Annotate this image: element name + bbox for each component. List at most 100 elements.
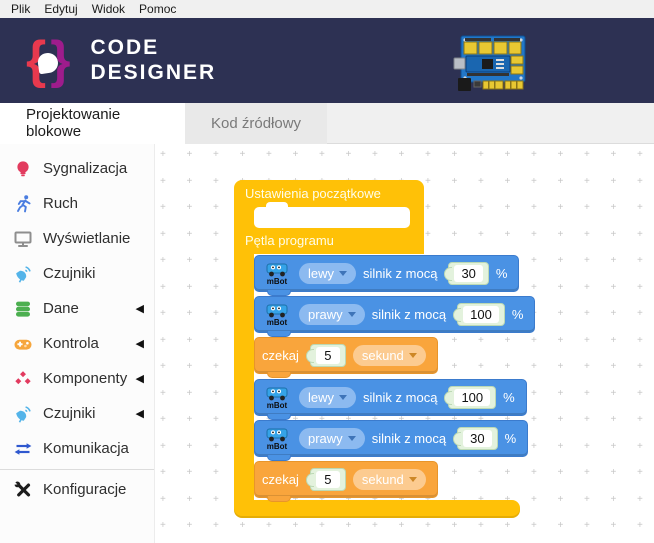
sidebar-item-label: Kontrola: [43, 335, 99, 352]
lightbulb-icon: [12, 159, 34, 179]
wait-block-2[interactable]: czekaj 5 sekund: [254, 461, 438, 502]
setup-block-label: Ustawienia początkowe: [245, 186, 381, 201]
percent-label: %: [504, 431, 517, 446]
block-connector: [267, 331, 291, 337]
sidebar-item-label: Komponenty: [43, 370, 128, 387]
motor-block-text: silnik z mocą: [363, 390, 438, 405]
submenu-arrow-icon: ◀: [135, 303, 144, 315]
satellite-dish-icon: [12, 404, 34, 424]
block-connector: [267, 455, 291, 461]
percent-label: %: [503, 390, 515, 405]
submenu-arrow-icon: ◀: [135, 408, 144, 420]
sidebar-item-komponenty[interactable]: Komponenty ◀: [0, 361, 154, 396]
wait-block-1[interactable]: czekaj 5 sekund: [254, 337, 438, 378]
mbot-robot-icon: mBot: [262, 303, 292, 327]
block-connector: [267, 372, 291, 378]
block-category-sidebar: Sygnalizacja Ruch Wyświetlanie Czujniki: [0, 144, 155, 543]
setup-block-empty-slot[interactable]: [234, 202, 424, 228]
sidebar-item-czujniki-1[interactable]: Czujniki: [0, 256, 154, 291]
sidebar-item-ruch[interactable]: Ruch: [0, 186, 154, 221]
motor-block-2[interactable]: mBot prawy silnik z mocą 100 %: [254, 296, 536, 337]
sidebar-item-wyswietlanie[interactable]: Wyświetlanie: [0, 221, 154, 256]
motor-side-dropdown[interactable]: prawy: [299, 428, 365, 449]
sidebar-item-komunikacja[interactable]: Komunikacja: [0, 431, 154, 466]
chevron-down-icon: [339, 271, 348, 276]
menu-item-plik[interactable]: Plik: [11, 2, 31, 16]
motor-block-4[interactable]: mBot prawy silnik z mocą 30 %: [254, 420, 529, 461]
motor-side-dropdown[interactable]: lewy: [299, 263, 357, 284]
slot-notch: [266, 202, 288, 211]
motor-block-1[interactable]: mBot lewy silnik z mocą 30 %: [254, 255, 520, 296]
sidebar-item-czujniki-2[interactable]: Czujniki ◀: [0, 396, 154, 431]
logo-brace-left-icon: {: [26, 31, 47, 89]
motor-side-dropdown[interactable]: lewy: [299, 387, 357, 408]
tab-projektowanie-blokowe[interactable]: Projektowanie blokowe: [0, 103, 185, 144]
database-icon: [12, 299, 34, 319]
chevron-down-icon: [347, 312, 356, 317]
sidebar-item-konfiguracje[interactable]: Konfiguracje: [0, 469, 154, 507]
brand-text: CODE DESIGNER: [91, 35, 217, 85]
chevron-down-icon: [347, 436, 356, 441]
code-designer-logo: { } CODE DESIGNER: [26, 26, 216, 94]
satellite-dish-icon: [12, 264, 34, 284]
block-connector: [267, 496, 291, 502]
percent-label: %: [511, 307, 524, 322]
puzzle-nub: [305, 348, 314, 363]
motor-block-3[interactable]: mBot lewy silnik z mocą 100 %: [254, 379, 527, 420]
wait-duration-input[interactable]: 5: [305, 344, 346, 367]
mbot-robot-icon: mBot: [262, 386, 292, 410]
runner-icon: [12, 194, 34, 214]
mbot-robot-icon: mBot: [262, 262, 292, 286]
motor-power-input[interactable]: 30: [444, 262, 489, 285]
motor-side-dropdown[interactable]: prawy: [299, 304, 365, 325]
menu-item-edytuj[interactable]: Edytuj: [44, 2, 78, 16]
loop-block-footer: [234, 500, 520, 518]
sidebar-item-label: Wyświetlanie: [43, 230, 131, 247]
chevron-down-icon: [408, 477, 417, 482]
wait-label: czekaj: [262, 472, 299, 487]
menu-item-widok[interactable]: Widok: [91, 2, 126, 16]
menu-item-pomoc[interactable]: Pomoc: [139, 2, 177, 16]
chevron-down-icon: [339, 395, 348, 400]
puzzle-nub: [305, 472, 314, 487]
puzzle-nub: [444, 390, 453, 405]
block-workspace-canvas[interactable]: ++++++++++++++++++++++++++++++++++++++++…: [156, 144, 654, 543]
monitor-icon: [12, 229, 34, 249]
motor-power-input[interactable]: 100: [453, 303, 505, 326]
block-connector: [267, 414, 291, 420]
motor-power-input[interactable]: 100: [444, 386, 497, 409]
loop-block-label: Pętla programu: [245, 233, 334, 248]
motor-power-input[interactable]: 30: [453, 427, 498, 450]
wait-unit-dropdown[interactable]: sekund: [352, 345, 426, 366]
loop-block-header[interactable]: Pętla programu: [234, 228, 424, 254]
wait-unit-dropdown[interactable]: sekund: [352, 469, 426, 490]
sidebar-item-sygnalizacja[interactable]: Sygnalizacja: [0, 151, 154, 186]
motor-block-text: silnik z mocą: [363, 266, 438, 281]
motor-block-text: silnik z mocą: [371, 431, 447, 446]
brand-line1: CODE: [90, 36, 160, 59]
arduino-board-image: [453, 35, 526, 91]
wait-duration-input[interactable]: 5: [305, 468, 346, 491]
sidebar-item-dane[interactable]: Dane ◀: [0, 291, 154, 326]
sidebar-item-label: Czujniki: [43, 405, 96, 422]
motor-block-text: silnik z mocą: [371, 307, 447, 322]
tools-icon: [12, 480, 34, 500]
tab-kod-zrodlowy[interactable]: Kod źródłowy: [185, 103, 328, 144]
sidebar-item-label: Ruch: [43, 195, 79, 212]
sidebar-item-label: Sygnalizacja: [43, 160, 128, 177]
brand-line2: DESIGNER: [90, 61, 217, 84]
wait-label: czekaj: [262, 348, 299, 363]
menu-bar: Plik Edytuj Widok Pomoc: [0, 0, 654, 18]
percent-label: %: [495, 266, 508, 281]
chevron-down-icon: [408, 353, 417, 358]
app-header: { } CODE DESIGNER: [0, 18, 654, 103]
setup-block-header[interactable]: Ustawienia początkowe: [234, 180, 424, 207]
sidebar-item-label: Dane: [43, 300, 79, 317]
sidebar-item-label: Komunikacja: [43, 440, 129, 457]
cubes-icon: [12, 369, 34, 389]
puzzle-nub: [453, 307, 462, 322]
sidebar-item-kontrola[interactable]: Kontrola ◀: [0, 326, 154, 361]
view-tabbar: Projektowanie blokowe Kod źródłowy: [0, 103, 654, 144]
gamepad-icon: [12, 334, 34, 354]
